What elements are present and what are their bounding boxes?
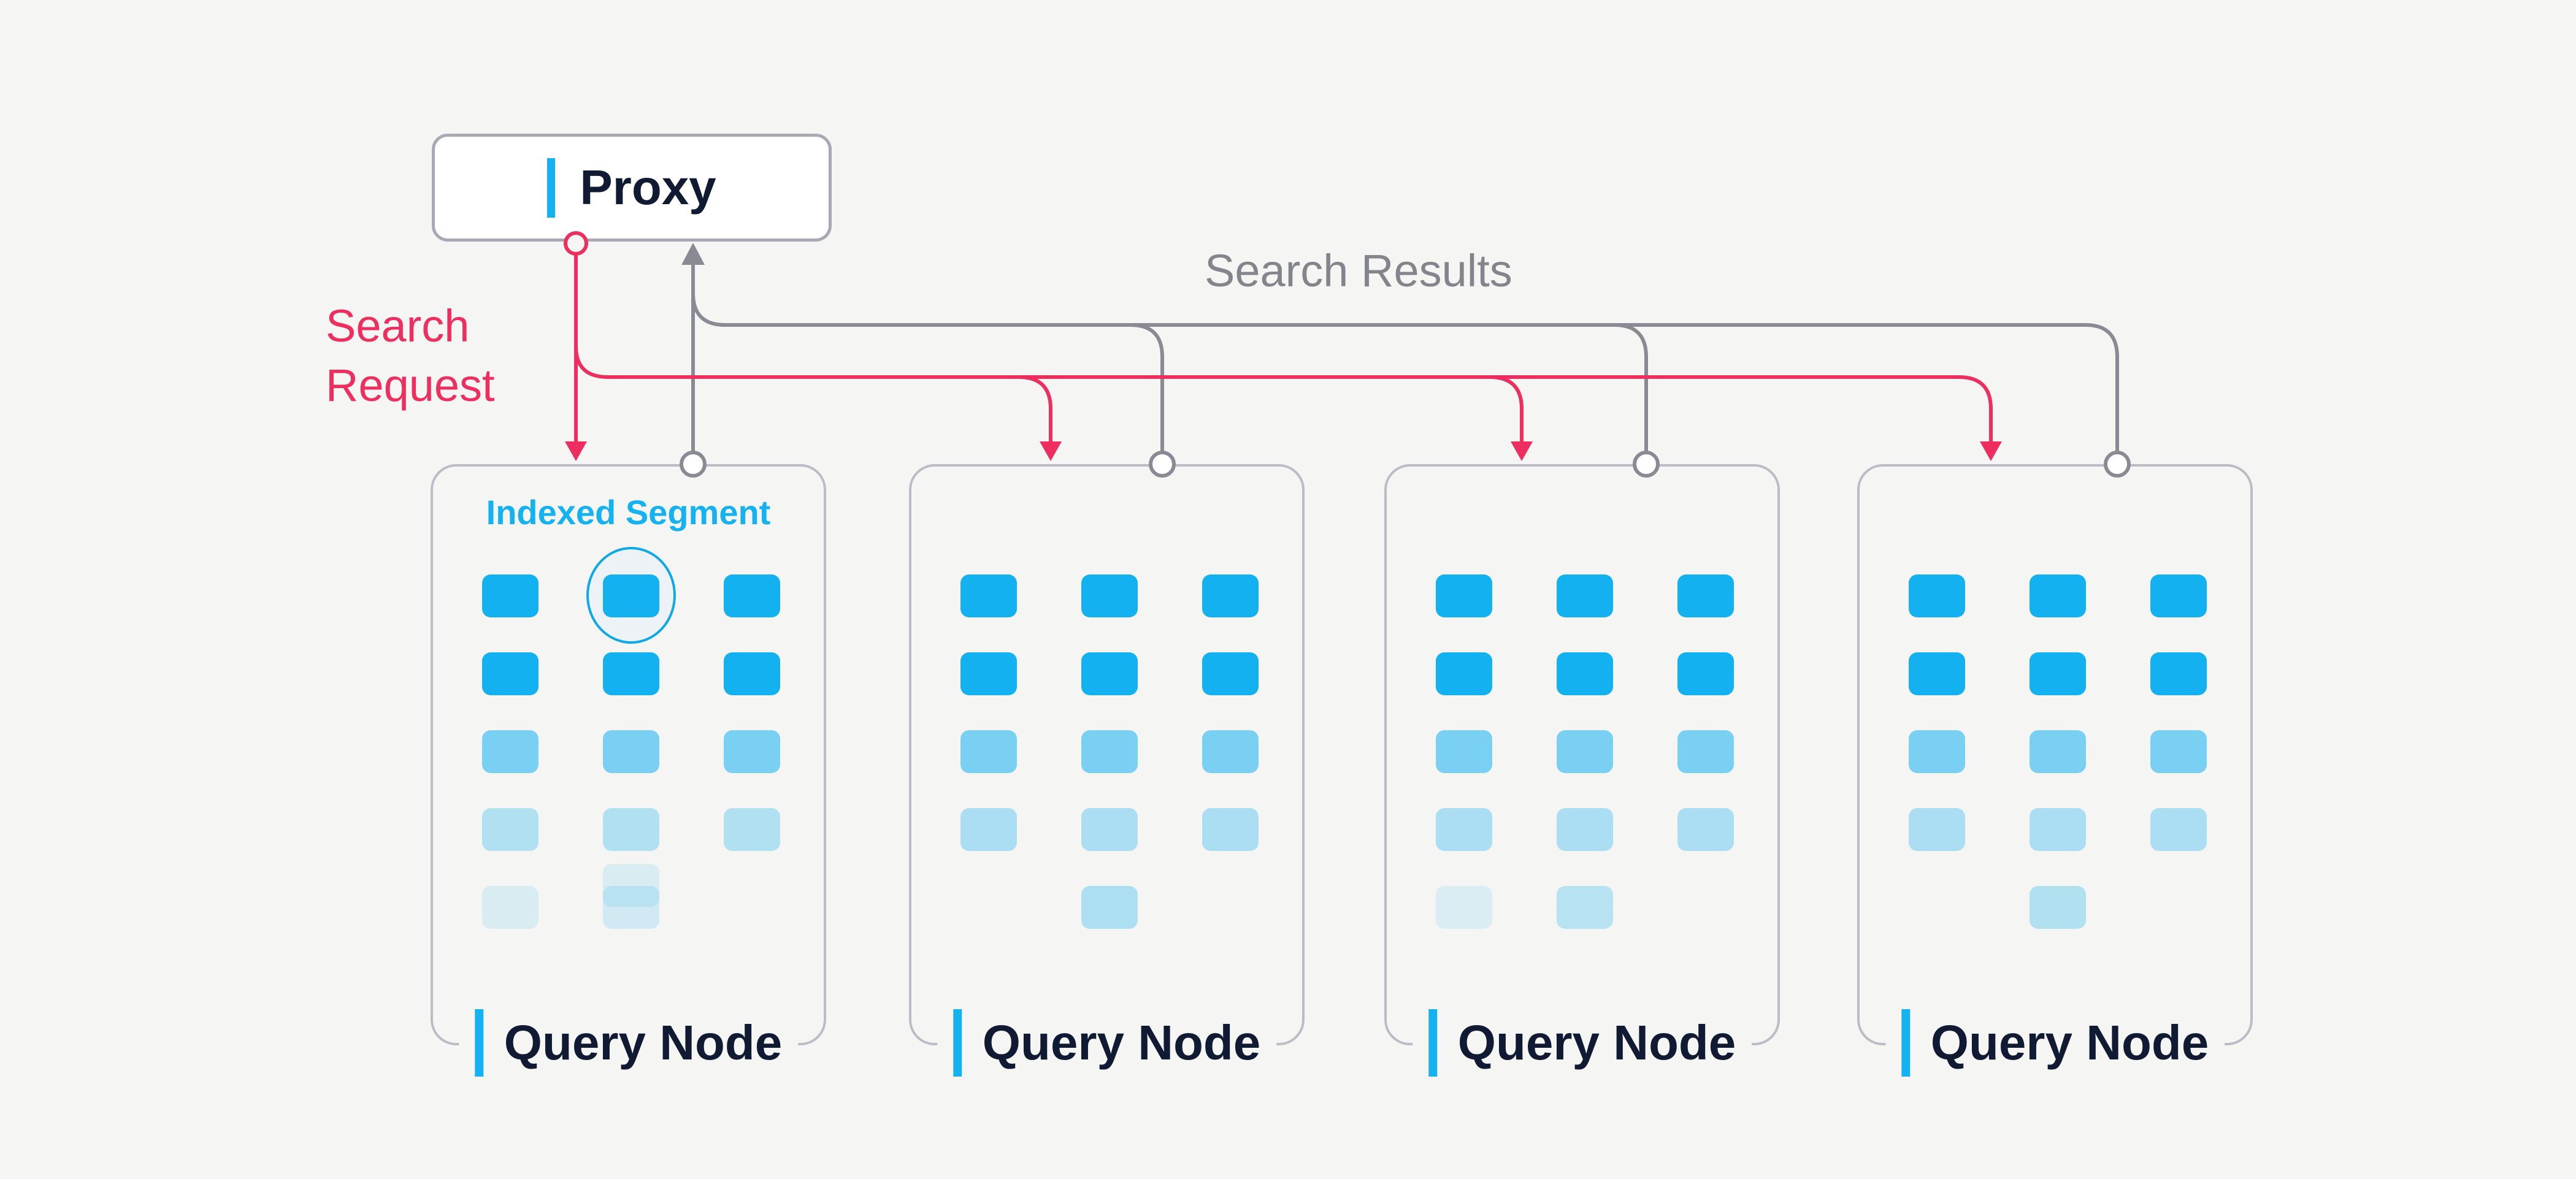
request-line-trunk [574,345,1993,443]
label-accent-bar-icon [547,158,556,218]
segment-block [1909,730,1965,773]
segment-block [1202,652,1259,695]
search-results-label: Search Results [1205,245,1512,296]
segment-block [1436,886,1492,929]
segment-block-faded [603,864,659,907]
label-accent-bar-icon [1901,1009,1910,1077]
query-node-label: Query Node [937,1009,1277,1077]
segment-block [1677,808,1734,851]
segment-block [960,652,1017,695]
query-node-label-text: Query Node [982,1015,1261,1070]
segment-block [1436,730,1492,773]
query-node-card: Query Node [1857,464,2253,1077]
results-arrowhead-icon [681,243,705,265]
query-node-label-text: Query Node [504,1015,783,1070]
label-accent-bar-icon [1428,1009,1437,1077]
segment-block [1202,730,1259,773]
query-node-label-text: Query Node [1457,1015,1736,1070]
segment-block [603,730,659,773]
segment-block [1202,808,1259,851]
search-request-label-line2: Request [326,360,495,411]
segment-block [1202,574,1259,617]
label-accent-bar-icon [953,1009,962,1077]
segment-block [2150,808,2207,851]
request-line-node3-branch [1488,375,1524,443]
segment-block [1557,730,1613,773]
segment-block [2030,652,2086,695]
segment-block [724,652,780,695]
segment-block [1081,886,1138,929]
query-node-label: Query Node [1412,1009,1752,1077]
query-node-card: Query Node [909,464,1305,1077]
segment-block [2030,808,2086,851]
request-arrowhead-node4-icon [1980,441,2002,461]
segment-block [1557,808,1613,851]
segment-block [1909,574,1965,617]
segment-block [482,886,539,929]
segment-block [2030,574,2086,617]
segment-block [1557,574,1613,617]
indexed-segment-title: Indexed Segment [486,493,771,532]
search-request-label: Search Request [326,296,495,415]
segment-block [724,574,780,617]
segment-block [960,730,1017,773]
results-line-node2-branch [1129,323,1164,454]
segment-block [1436,574,1492,617]
segment-block [2150,574,2207,617]
segment-block [482,652,539,695]
request-line-node2-branch [1017,375,1052,443]
segment-block [1677,574,1734,617]
segment-block [603,808,659,851]
segment-block [1436,808,1492,851]
query-node-card: Query Node [1384,464,1780,1077]
segment-block [1677,730,1734,773]
segment-block [1557,886,1613,929]
query-node-label: Query Node [458,1009,799,1077]
segment-block [482,808,539,851]
segment-block [2030,886,2086,929]
segment-block [724,808,780,851]
segment-block [603,652,659,695]
segment-block [724,730,780,773]
proxy-label: Proxy [580,160,716,215]
query-node-label-text: Query Node [1930,1015,2209,1070]
label-accent-bar-icon [474,1009,483,1077]
segment-block [1909,808,1965,851]
request-arrowhead-node3-icon [1511,441,1533,461]
segment-block [482,574,539,617]
results-line-node3-branch [1612,323,1648,454]
segment-block [1909,652,1965,695]
segment-block [1081,730,1138,773]
segment-block [1081,808,1138,851]
segment-block [603,886,659,929]
segment-block [960,808,1017,851]
request-arrowhead-node1-icon [565,441,587,461]
segment-block [482,730,539,773]
segment-block [2150,652,2207,695]
segment-block [2030,730,2086,773]
segment-block [960,574,1017,617]
segment-block [1677,652,1734,695]
segment-block [1081,574,1138,617]
query-node-label: Query Node [1885,1009,2225,1077]
segment-block [1436,652,1492,695]
segment-block [2150,730,2207,773]
segment-block [1557,652,1613,695]
search-request-label-line1: Search [326,300,470,351]
results-line-trunk [691,291,2119,454]
request-arrowhead-node2-icon [1040,441,1062,461]
segment-block [1081,652,1138,695]
proxy-node: Proxy [432,134,832,242]
segment-block [603,574,659,617]
